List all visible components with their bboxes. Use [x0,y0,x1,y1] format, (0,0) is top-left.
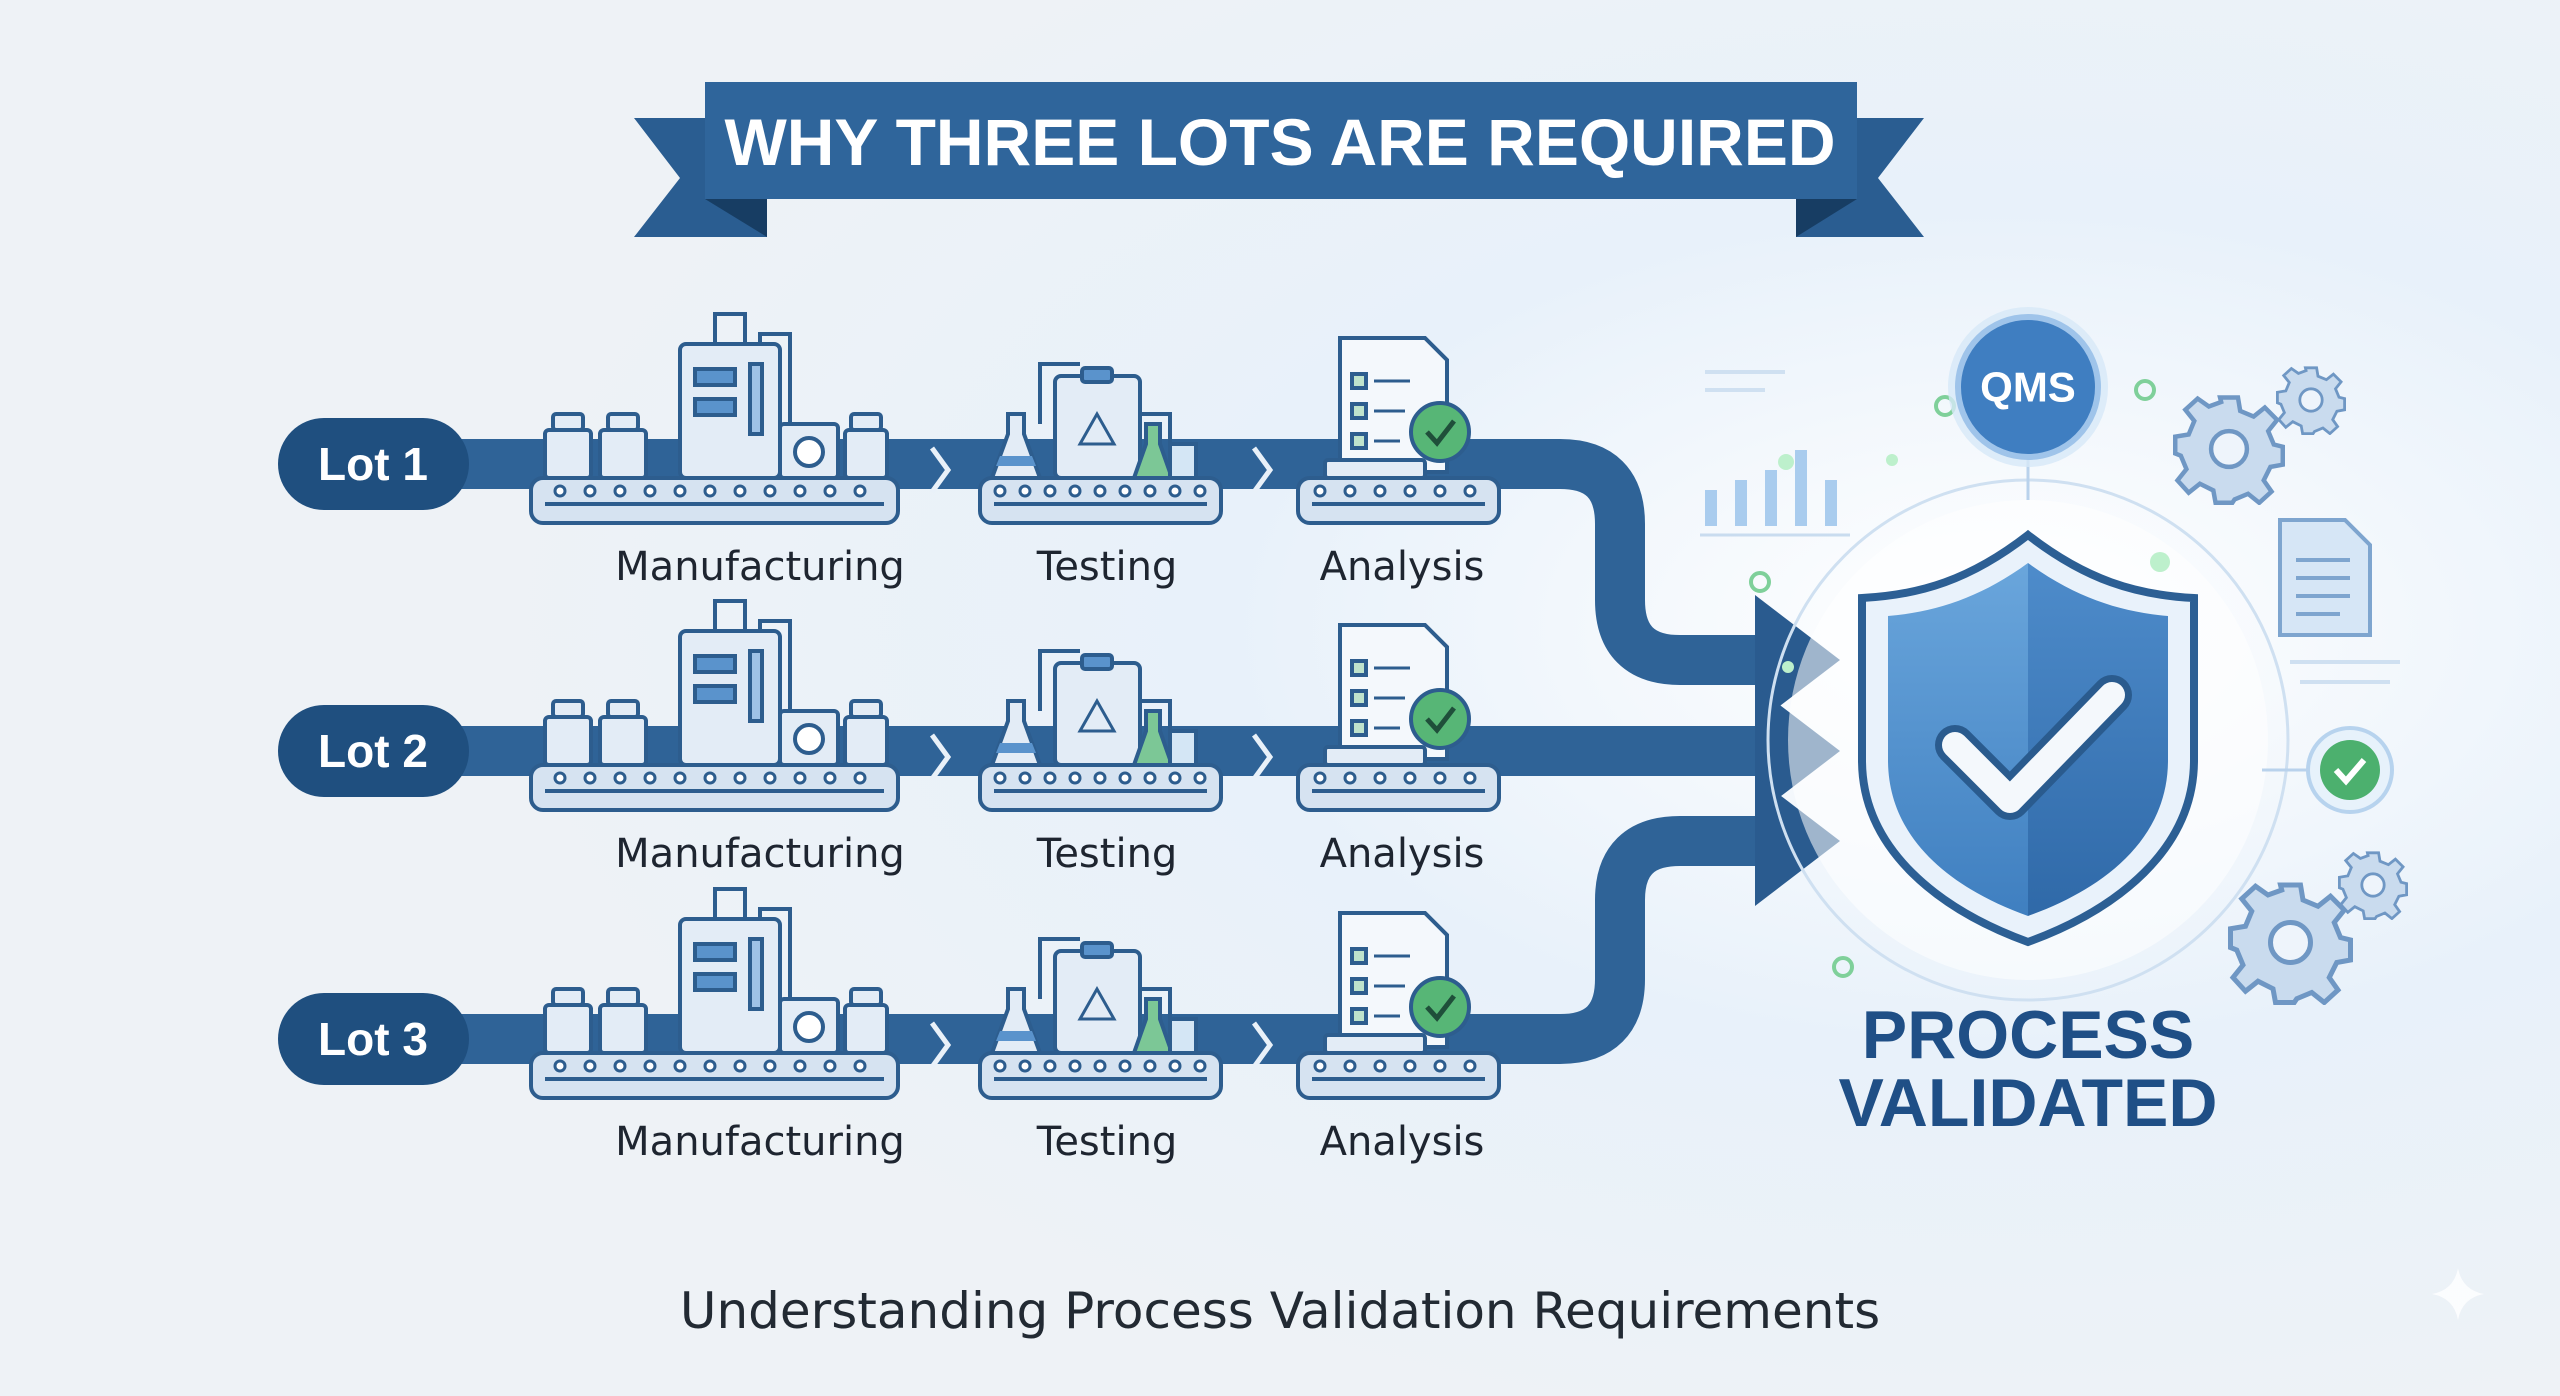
stage-label-manufacturing: Manufacturing [615,544,905,590]
result-line-2: VALIDATED [1838,1065,2217,1141]
lot-label: Lot 1 [318,438,428,490]
stage-label-analysis: Analysis [1320,544,1485,590]
gear-icon [2231,885,2351,1003]
lot-pill [278,418,469,510]
subtitle: Understanding Process Validation Require… [680,1282,1880,1340]
shield-check-icon [1858,529,2198,947]
arrow-head-icon [1755,595,1840,725]
validation-decor: QMS [1700,307,2408,1003]
lot-row-2: Lot 2 Manufacturing Testing Analysis [278,601,1499,877]
stage-label-analysis: Analysis [1320,1119,1485,1165]
lot-pill [278,993,469,1085]
document-icon [2278,518,2372,637]
lot-label: Lot 3 [318,1013,428,1065]
gear-icon [2276,366,2346,435]
sparkle-icon [2432,1268,2484,1320]
gear-icon [2338,851,2408,920]
stage-label-testing: Testing [1036,544,1178,590]
qms-label: QMS [1980,364,2076,411]
bar-chart-icon [1700,450,1850,537]
stage-label-testing: Testing [1036,1119,1178,1165]
stage-label-testing: Testing [1036,831,1178,877]
lot3-flow-band [380,816,1765,1064]
lot1-flow-band [380,439,1765,685]
stage-label-manufacturing: Manufacturing [615,831,905,877]
lot-label: Lot 2 [318,725,428,777]
lot-pill [278,705,469,797]
lot-row-1: Lot 1 Manufacturing Testing Analysis [278,314,1499,590]
result-line-1: PROCESS [1862,997,2195,1073]
title-banner: WHY THREE LOTS ARE REQUIRED [634,82,1924,237]
page-title: WHY THREE LOTS ARE REQUIRED [724,105,1835,179]
green-check-icon [2262,726,2394,814]
stage-label-manufacturing: Manufacturing [615,1119,905,1165]
gear-icon [2175,397,2283,502]
qms-badge: QMS [1948,307,2108,467]
lot-row-3: Lot 3 Manufacturing Testing Analysis [278,889,1499,1165]
stage-label-analysis: Analysis [1320,831,1485,877]
